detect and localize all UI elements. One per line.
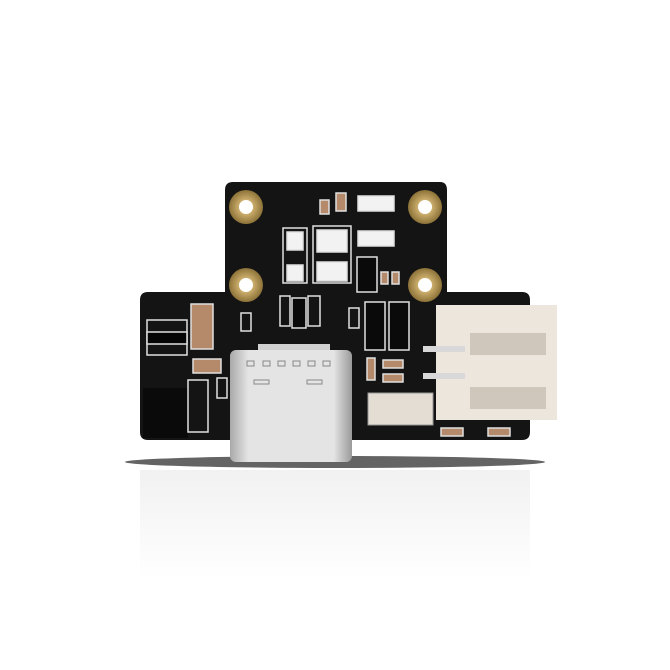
usb-c-connector [230,344,352,462]
mounting-holes [229,190,442,302]
top-components [240,192,410,351]
right-components [366,357,511,437]
side-switch [367,392,434,426]
board-reflection [140,470,530,580]
left-components [143,303,228,438]
jst-connector [423,305,557,420]
